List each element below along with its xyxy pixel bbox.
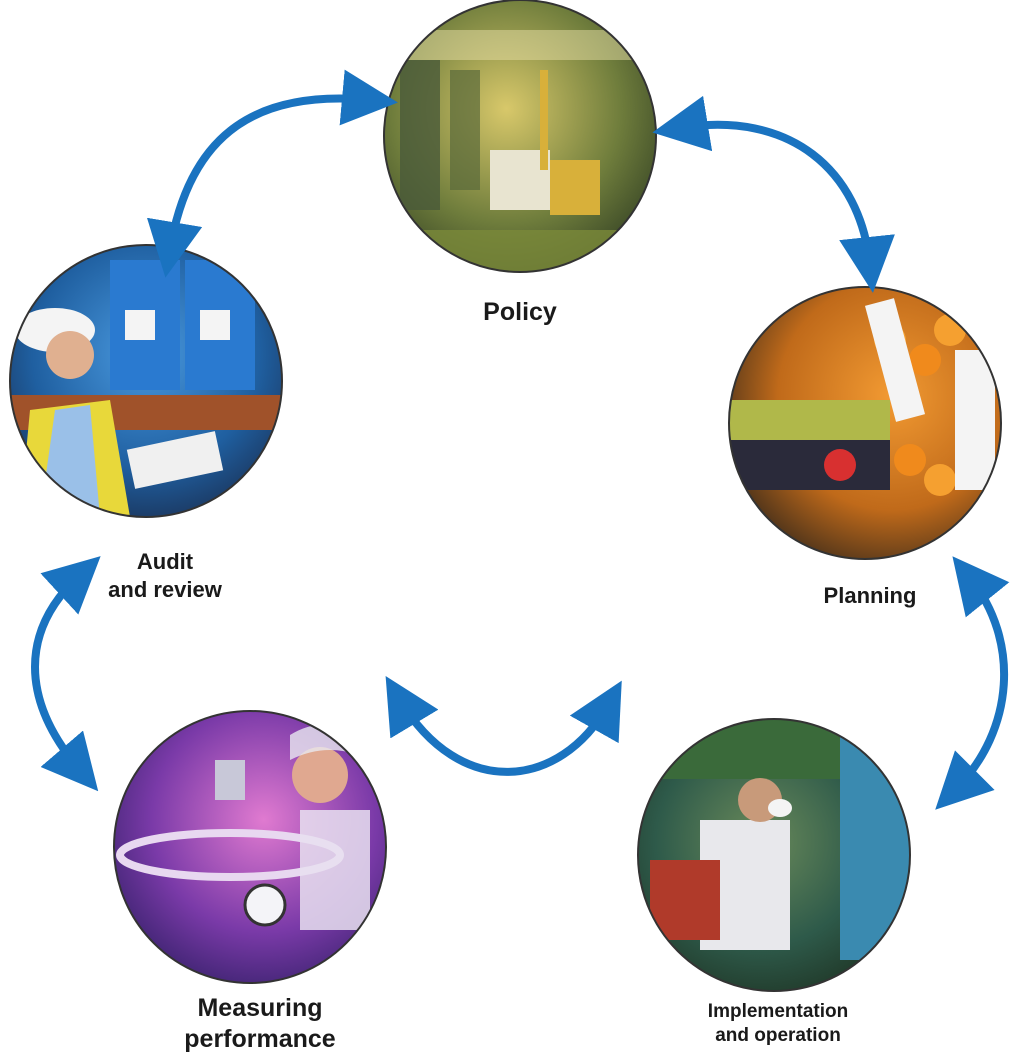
label-line: Policy	[483, 298, 557, 326]
arrow-policy-planning	[652, 95, 895, 293]
label-line: and review	[108, 576, 222, 602]
stage-measuring-photo	[114, 711, 386, 983]
label-line: performance	[184, 1025, 336, 1054]
label-line: Audit	[136, 549, 194, 574]
label-line: Measuring	[197, 994, 323, 1022]
arrow-audit-policy	[147, 69, 398, 278]
label-line: Implementation	[707, 1001, 849, 1022]
stage-implementation-photo	[638, 719, 910, 991]
arrow-measuring-audit	[31, 556, 101, 792]
label-line: and operation	[715, 1024, 841, 1046]
stage-label-planning: Planning	[805, 582, 935, 610]
stage-label-measuring: Measuring performance	[180, 993, 340, 1056]
stage-label-implementation: Implementation and operation	[688, 1000, 868, 1048]
stage-planning-photo	[729, 287, 1001, 559]
stage-label-policy: Policy	[470, 297, 570, 328]
stage-audit-photo	[10, 245, 282, 517]
stage-label-audit: Audit and review	[95, 548, 235, 603]
arrow-implementation-measuring	[385, 676, 622, 776]
arrow-planning-implementation	[935, 556, 1010, 810]
label-line: Planning	[823, 583, 917, 608]
stage-policy-photo	[384, 0, 656, 272]
